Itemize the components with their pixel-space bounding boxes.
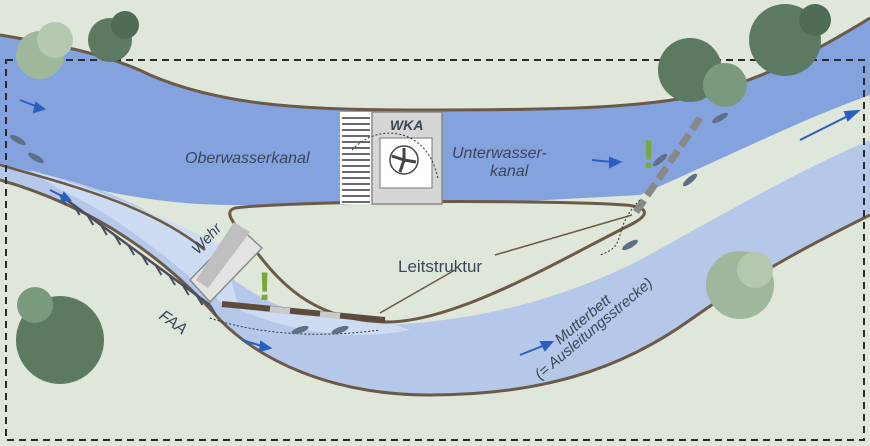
flow-arrow-head-icon <box>539 341 555 352</box>
guide-structure-bar <box>221 301 386 323</box>
leader-line-left <box>379 269 456 314</box>
tree-icon <box>799 4 831 36</box>
fish-ladder-step <box>113 234 122 246</box>
fish-ladder-step <box>100 224 108 236</box>
fish-icon <box>291 325 309 335</box>
guide-structure-gap <box>269 306 291 314</box>
warning-mark-left: ! <box>258 265 271 309</box>
guide-structure <box>221 301 386 323</box>
turbine-blades-icon <box>391 148 417 173</box>
flow-arrow-head-icon <box>843 109 861 122</box>
powerhouse <box>340 111 443 205</box>
fish-ladder-step <box>154 264 163 276</box>
fish-ladder-step <box>86 214 95 226</box>
flow-arrow-head-icon <box>32 101 47 114</box>
fish-ladder-step <box>181 284 190 296</box>
tree-icon <box>737 252 773 288</box>
fish-ladder-step <box>72 204 81 216</box>
turbine-flow-path <box>351 132 439 181</box>
flow-arrow <box>49 189 65 198</box>
flow-arrow-head-icon <box>59 191 72 203</box>
main-river-bed <box>0 140 870 395</box>
bypass-bank <box>0 163 206 251</box>
fish-icon <box>682 173 698 187</box>
warning-mark-right: ! <box>642 133 655 177</box>
fish-ladder-edge <box>59 193 211 307</box>
tree-icon <box>111 11 139 39</box>
fish-ladder-step <box>168 274 176 286</box>
island <box>228 200 646 324</box>
flow-arrow <box>519 344 546 356</box>
label-unterwasser-2: kanal <box>490 163 529 180</box>
fish-ladder-step <box>209 304 217 316</box>
fish-icon <box>622 239 638 251</box>
rack-bars-icon <box>342 117 370 203</box>
fish-ladder-step <box>127 244 136 256</box>
fish-group <box>10 112 728 335</box>
label-leitstruktur: Leitstruktur <box>398 257 482 276</box>
fish-icon <box>712 112 728 124</box>
flow-arrow-head-icon <box>609 156 623 169</box>
flow-arrow <box>591 159 613 163</box>
weir-gate <box>196 222 250 288</box>
tree-bottom-left <box>16 287 104 384</box>
label-unterwasser-1: Unterwasser- <box>452 145 547 162</box>
fish-icon <box>331 325 349 335</box>
flow-arrow-head-icon <box>258 340 273 353</box>
dashed-frame <box>5 59 865 441</box>
tree-top-right <box>658 4 831 107</box>
flow-arrows <box>19 99 861 356</box>
fish-icon <box>28 152 44 164</box>
tree-mid-right <box>706 251 774 319</box>
weir <box>188 222 264 304</box>
fish-path-right <box>599 199 641 256</box>
fish-ladder-faa <box>59 193 217 316</box>
tree-icon <box>703 63 747 107</box>
fish-icon <box>652 153 668 167</box>
guide-structure-gap <box>319 311 341 319</box>
leader-line-right <box>494 214 633 256</box>
flow-arrow <box>799 114 851 141</box>
label-oberwasserkanal: Oberwasserkanal <box>185 150 310 167</box>
intake-rack <box>340 112 372 204</box>
fish-ladder-step <box>195 294 204 306</box>
label-wka: WKA <box>390 117 423 133</box>
tree-top-left <box>16 11 139 79</box>
fish-ladder-step <box>140 254 149 266</box>
flow-arrow <box>241 339 263 347</box>
tree-icon <box>17 287 53 323</box>
fish-icon <box>10 134 26 146</box>
tree-icon <box>37 22 73 58</box>
